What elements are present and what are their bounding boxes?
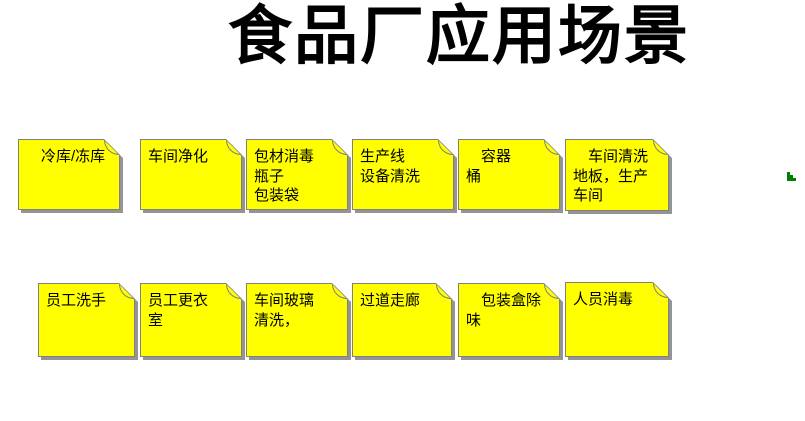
green-arrow-icon — [787, 172, 796, 181]
note-text: 员工洗手 — [46, 292, 107, 309]
note-shape — [246, 139, 348, 210]
note-container-bucket: 容器 桶 — [458, 139, 560, 210]
note-text: 车间清洗 地板，生产 车间 — [573, 148, 649, 204]
note-text: 车间净化 — [148, 148, 209, 165]
note-employee-handwashing: 员工洗手 — [38, 283, 135, 357]
note-shape — [140, 139, 242, 210]
note-workshop-purification: 车间净化 — [140, 139, 242, 210]
note-text: 过道走廊 — [360, 292, 421, 309]
slide-title: 食品厂应用场景 — [228, 0, 690, 74]
note-shape — [565, 282, 669, 357]
note-corridor: 过道走廊 — [352, 283, 452, 357]
note-packaging-box-deodorizing: 包装盒除 味 — [458, 283, 560, 357]
note-cold-storage: 冷库/冻库 — [18, 139, 120, 210]
note-changing-room: 员工更衣 室 — [140, 283, 242, 357]
note-shape — [246, 283, 348, 357]
note-packaging-disinfection: 包材消毒 瓶子 包装袋 — [246, 139, 348, 210]
note-shape — [458, 139, 560, 210]
note-text: 生产线 设备清洗 — [360, 148, 421, 185]
note-shape — [18, 139, 120, 210]
note-shape — [140, 283, 242, 357]
note-text: 人员消毒 — [573, 291, 634, 308]
note-personnel-disinfection: 人员消毒 — [565, 282, 669, 357]
note-workshop-glass-cleaning: 车间玻璃 清洗， — [246, 283, 348, 357]
note-shape — [458, 283, 560, 357]
note-text: 车间玻璃 清洗， — [254, 292, 315, 329]
note-text: 包材消毒 瓶子 包装袋 — [254, 148, 315, 204]
note-text: 包装盒除 味 — [466, 292, 542, 329]
note-text: 冷库/冻库 — [26, 148, 106, 165]
note-workshop-floor-cleaning: 车间清洗 地板，生产 车间 — [565, 139, 669, 211]
note-production-line-cleaning: 生产线 设备清洗 — [352, 139, 454, 210]
note-text: 容器 桶 — [466, 148, 512, 185]
note-shape — [352, 139, 454, 210]
note-shape — [352, 283, 452, 357]
note-text: 员工更衣 室 — [148, 292, 209, 329]
note-shape — [565, 139, 669, 211]
note-shape — [38, 283, 135, 357]
